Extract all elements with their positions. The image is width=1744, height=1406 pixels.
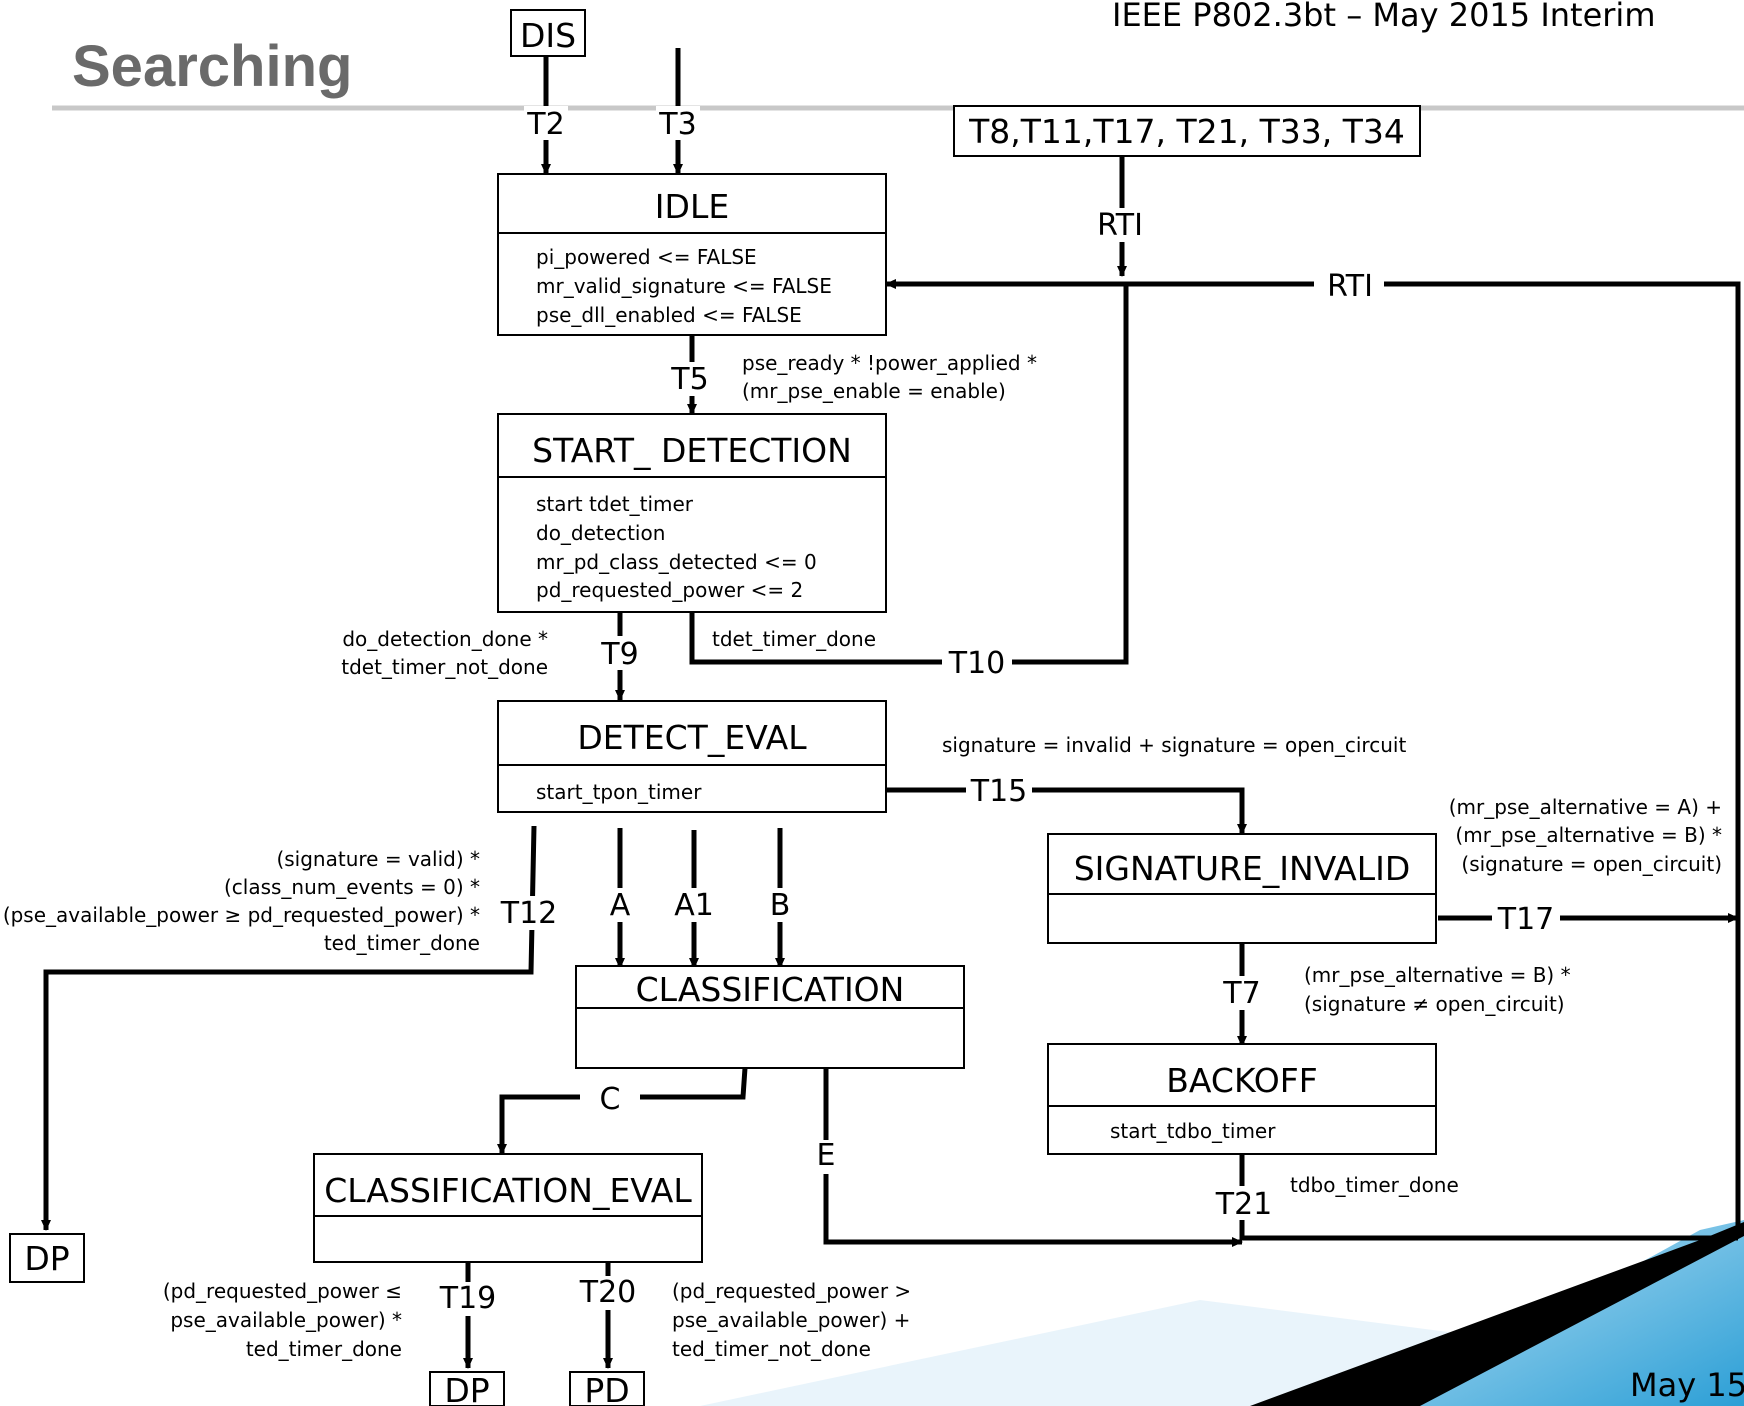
label-t10: T10 bbox=[948, 646, 1006, 681]
condition-t10: tdet_timer_done bbox=[712, 627, 876, 651]
label-c: C bbox=[600, 1082, 621, 1117]
svg-text:pse_available_power) +: pse_available_power) + bbox=[672, 1308, 910, 1332]
svg-text:(signature = open_circuit): (signature = open_circuit) bbox=[1461, 852, 1722, 876]
state-classification-name: CLASSIFICATION bbox=[636, 970, 905, 1009]
condition-t15: signature = invalid + signature = open_c… bbox=[942, 733, 1406, 757]
state-classification-eval-name: CLASSIFICATION_EVAL bbox=[324, 1171, 692, 1210]
svg-text:pd_requested_power <= 2: pd_requested_power <= 2 bbox=[536, 578, 803, 602]
svg-text:DP: DP bbox=[24, 1239, 69, 1278]
label-rti-top: RTI bbox=[1097, 208, 1143, 243]
state-detect-eval-name: DETECT_EVAL bbox=[577, 718, 807, 757]
terminal-pd: PD bbox=[569, 1371, 645, 1406]
condition-t17: (mr_pse_alternative = A) + bbox=[1449, 795, 1722, 819]
label-rti-loop: RTI bbox=[1327, 269, 1373, 304]
state-backoff: BACKOFF start_tdbo_timer bbox=[1047, 1043, 1437, 1155]
svg-text:(mr_pse_enable = enable): (mr_pse_enable = enable) bbox=[742, 379, 1006, 403]
label-t15: T15 bbox=[970, 774, 1028, 809]
condition-t21: tdbo_timer_done bbox=[1290, 1173, 1459, 1197]
svg-text:(mr_pse_alternative = B) *: (mr_pse_alternative = B) * bbox=[1455, 823, 1722, 847]
transition-lines bbox=[41, 48, 1741, 1369]
svg-text:DP: DP bbox=[444, 1371, 489, 1406]
state-start-detection-name: START_ DETECTION bbox=[532, 431, 852, 470]
label-t3: T3 bbox=[658, 107, 696, 142]
svg-text:ted_timer_not_done: ted_timer_not_done bbox=[672, 1337, 871, 1361]
label-t19: T19 bbox=[439, 1281, 497, 1316]
svg-text:ted_timer_done: ted_timer_done bbox=[246, 1337, 402, 1361]
svg-text:pi_powered <= FALSE: pi_powered <= FALSE bbox=[536, 245, 757, 269]
page-title: Searching bbox=[72, 34, 352, 99]
terminal-dis: DIS bbox=[510, 9, 586, 57]
transition-conditions: pse_ready * !power_applied * (mr_pse_ena… bbox=[3, 351, 1722, 1361]
label-e: E bbox=[817, 1138, 836, 1173]
state-classification: CLASSIFICATION bbox=[575, 965, 965, 1069]
terminal-rti-sources: T8,T11,T17, T21, T33, T34 bbox=[953, 105, 1421, 157]
label-t2: T2 bbox=[526, 107, 564, 142]
svg-text:do_detection: do_detection bbox=[536, 521, 665, 545]
footer-date: May 15 bbox=[1630, 1366, 1744, 1404]
state-idle-name: IDLE bbox=[655, 187, 729, 226]
label-t17: T17 bbox=[1497, 902, 1555, 937]
label-t21: T21 bbox=[1215, 1187, 1273, 1222]
label-b: B bbox=[770, 888, 791, 923]
arrow-e bbox=[823, 1067, 1243, 1247]
arrow-t21 bbox=[1239, 1154, 1738, 1241]
svg-text:start_tdbo_timer: start_tdbo_timer bbox=[1110, 1119, 1276, 1143]
svg-text:ted_timer_done: ted_timer_done bbox=[324, 931, 480, 955]
svg-text:mr_valid_signature <= FALSE: mr_valid_signature <= FALSE bbox=[536, 274, 832, 298]
condition-t20: (pd_requested_power > bbox=[672, 1279, 911, 1303]
arrow-t10 bbox=[689, 286, 1129, 665]
condition-t9: do_detection_done * bbox=[342, 627, 548, 651]
condition-t5: pse_ready * !power_applied * bbox=[742, 351, 1037, 375]
svg-text:mr_pd_class_detected <= 0: mr_pd_class_detected <= 0 bbox=[536, 550, 817, 574]
svg-text:(pse_available_power ≥ pd_requ: (pse_available_power ≥ pd_requested_powe… bbox=[3, 903, 480, 927]
label-t20: T20 bbox=[579, 1275, 637, 1310]
terminal-dp-bottom: DP bbox=[429, 1371, 505, 1406]
state-backoff-name: BACKOFF bbox=[1166, 1061, 1317, 1100]
svg-text:(signature ≠ open_circuit): (signature ≠ open_circuit) bbox=[1304, 992, 1565, 1016]
label-t5: T5 bbox=[670, 362, 708, 397]
arrow-t15 bbox=[887, 787, 1247, 835]
condition-t7: (mr_pse_alternative = B) * bbox=[1304, 963, 1571, 987]
svg-text:start_tpon_timer: start_tpon_timer bbox=[536, 780, 702, 804]
label-a1: A1 bbox=[674, 888, 714, 923]
svg-text:PD: PD bbox=[584, 1371, 629, 1406]
terminal-dp-left: DP bbox=[9, 1233, 85, 1283]
label-a: A bbox=[610, 888, 631, 923]
transition-labels: T2 T3 T5 RTI RTI T10 T9 T15 T12 A A1 B T… bbox=[439, 106, 1560, 1316]
svg-text:(class_num_events = 0) *: (class_num_events = 0) * bbox=[224, 875, 480, 899]
svg-text:pse_available_power) *: pse_available_power) * bbox=[170, 1308, 402, 1332]
decorative-swoosh bbox=[700, 1220, 1744, 1406]
state-detect-eval: DETECT_EVAL start_tpon_timer bbox=[497, 700, 887, 813]
page-subtitle: IEEE P802.3bt – May 2015 Interim bbox=[1112, 0, 1655, 34]
state-idle: IDLE pi_powered <= FALSE mr_valid_signat… bbox=[497, 173, 887, 336]
label-t9: T9 bbox=[600, 637, 638, 672]
condition-t12: (signature = valid) * bbox=[276, 847, 480, 871]
condition-t19: (pd_requested_power ≤ bbox=[163, 1279, 402, 1303]
svg-text:tdet_timer_not_done: tdet_timer_not_done bbox=[341, 655, 548, 679]
svg-text:T8,T11,T17, T21, T33, T34: T8,T11,T17, T21, T33, T34 bbox=[968, 112, 1405, 151]
svg-text:start tdet_timer: start tdet_timer bbox=[536, 492, 694, 516]
label-t7: T7 bbox=[1222, 976, 1260, 1011]
svg-text:DIS: DIS bbox=[520, 16, 576, 55]
label-t12: T12 bbox=[500, 896, 558, 931]
state-classification-eval: CLASSIFICATION_EVAL bbox=[313, 1153, 703, 1263]
state-signature-invalid: SIGNATURE_INVALID bbox=[1047, 833, 1437, 944]
state-signature-invalid-name: SIGNATURE_INVALID bbox=[1074, 849, 1411, 888]
svg-text:pse_dll_enabled <= FALSE: pse_dll_enabled <= FALSE bbox=[536, 303, 802, 327]
state-start-detection: START_ DETECTION start tdet_timer do_det… bbox=[497, 413, 887, 613]
